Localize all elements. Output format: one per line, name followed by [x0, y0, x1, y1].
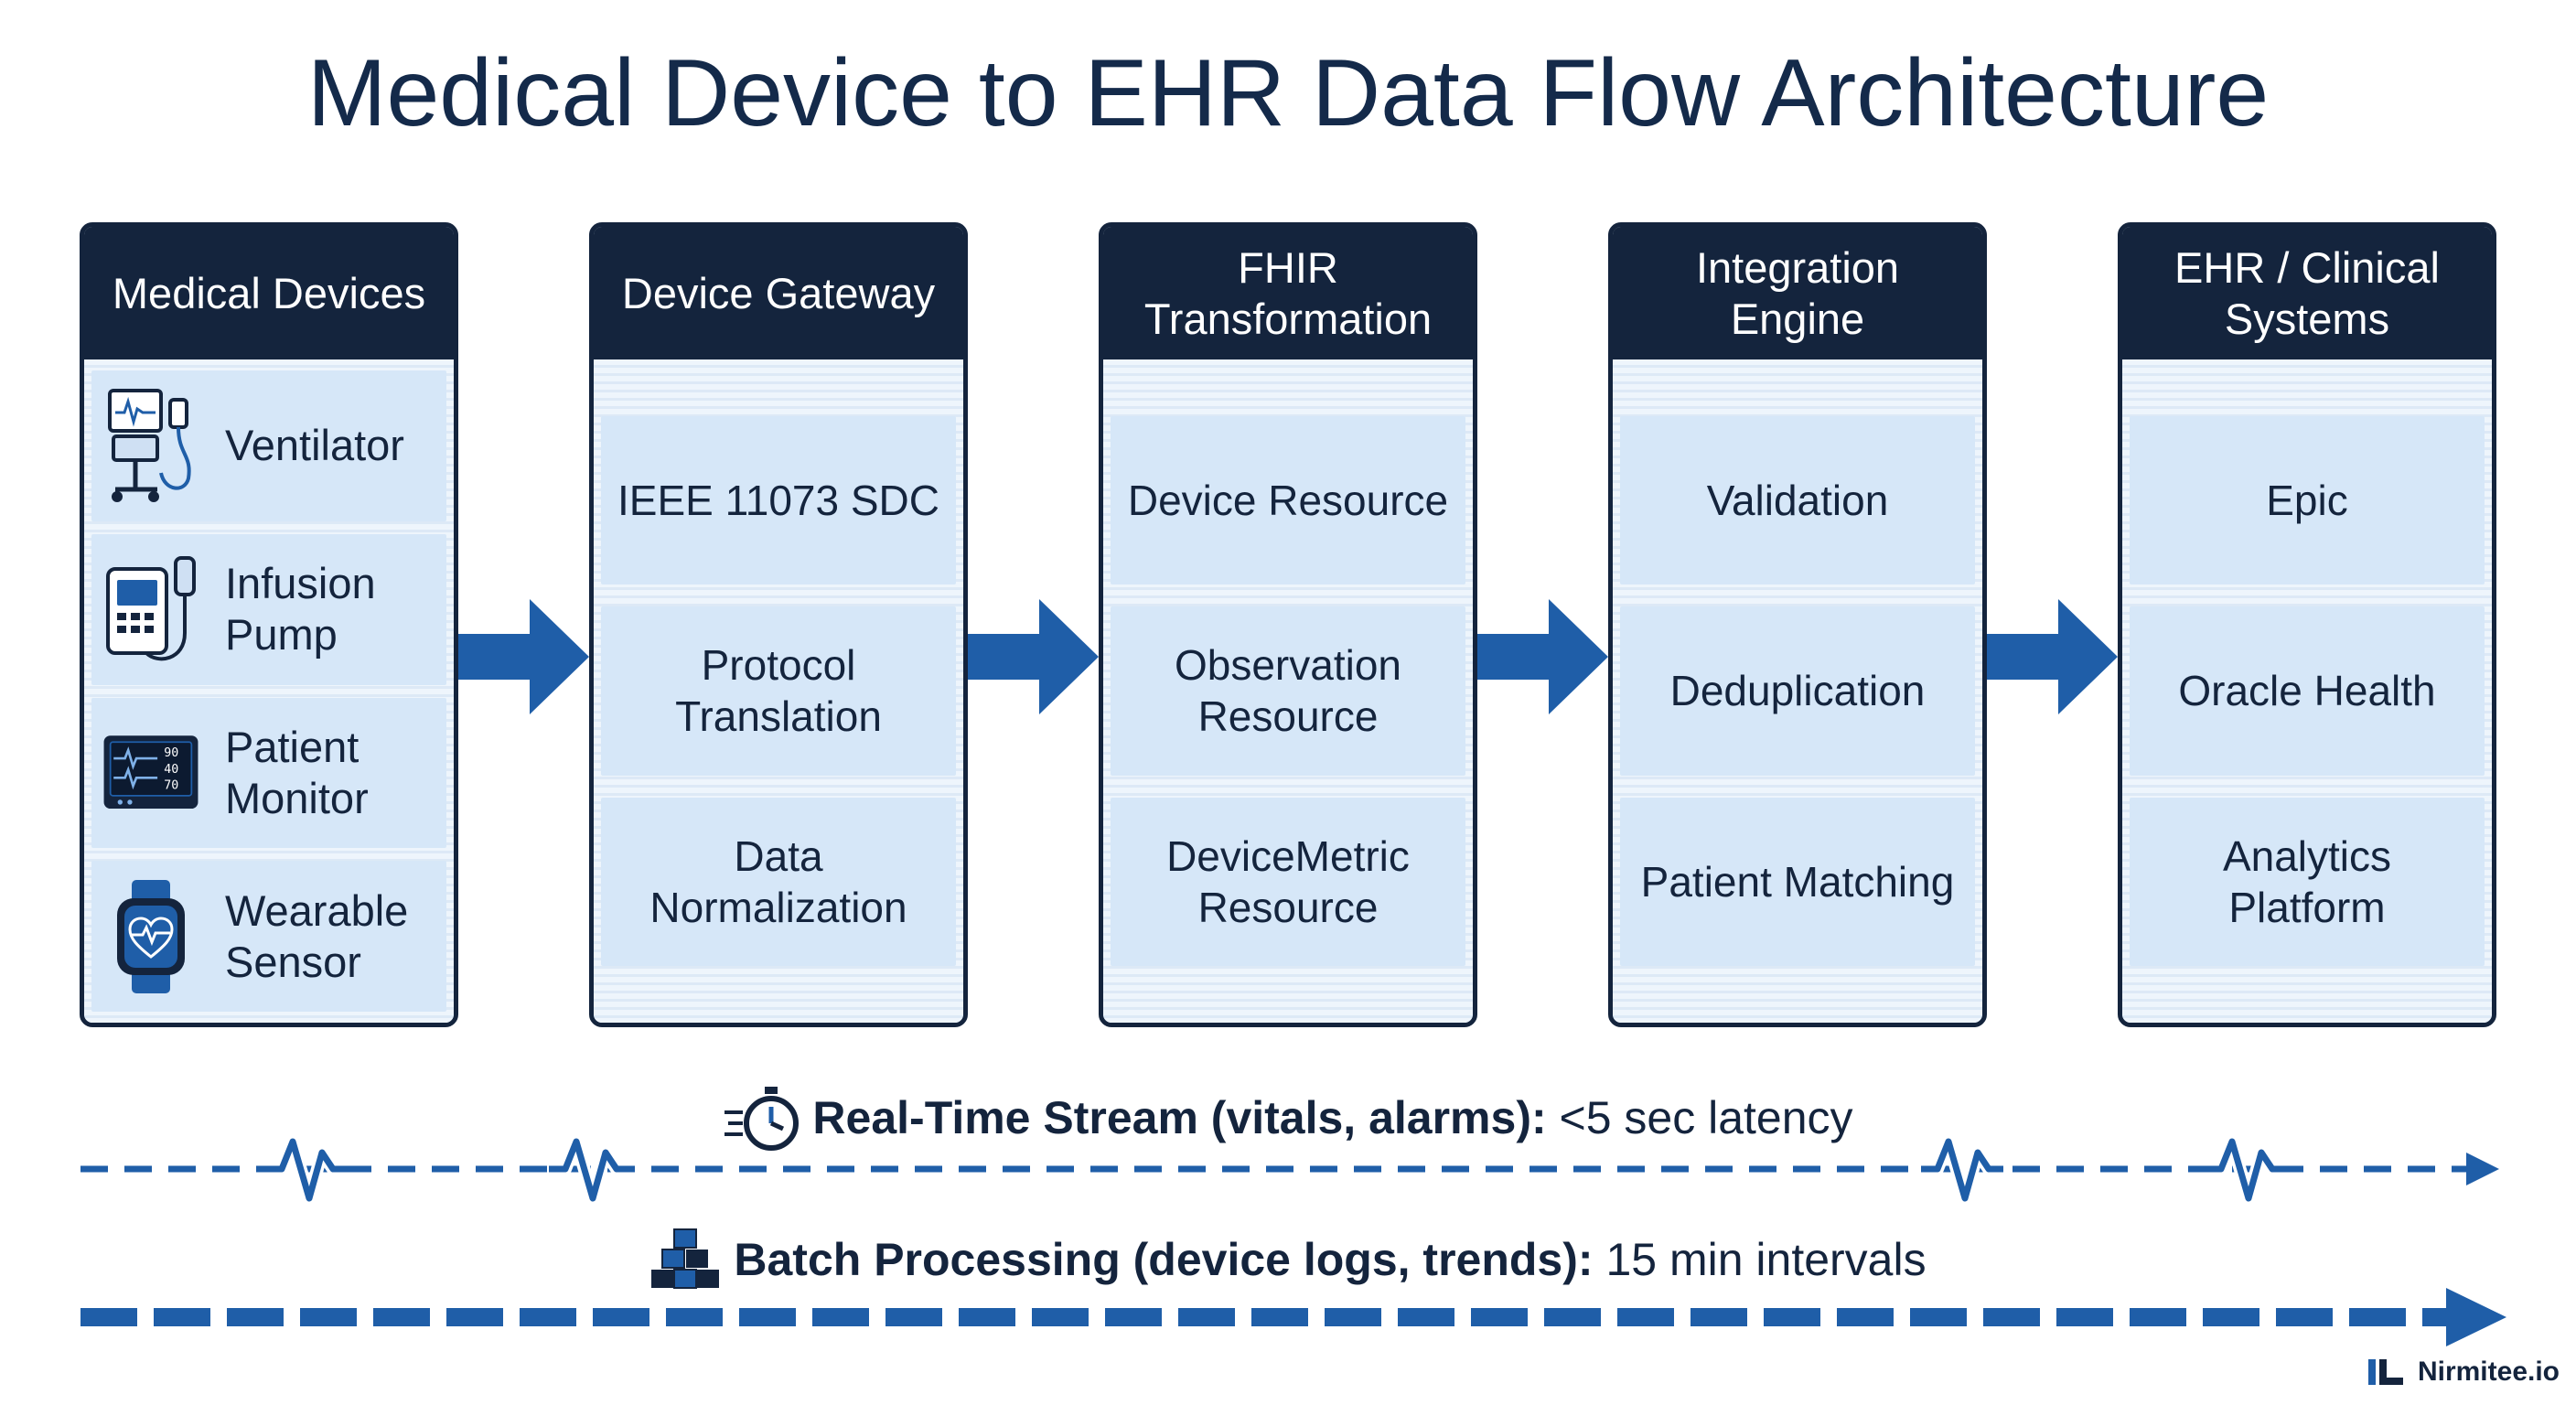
page-title: Medical Device to EHR Data Flow Architec…	[306, 40, 2270, 146]
realtime-stream-title: Real-Time Stream (vitals, alarms):	[812, 1092, 1547, 1143]
stage-cell: Epic	[2130, 416, 2485, 585]
device-label: Wearable Sensor	[225, 885, 409, 986]
stage-cell: Deduplication	[1620, 606, 1975, 776]
monitor-reading: 70	[164, 779, 178, 793]
column-header: FHIR Transformation	[1103, 227, 1473, 359]
flow-arrow-icon	[458, 599, 589, 714]
batch-processing-title: Batch Processing (device logs, trends):	[734, 1234, 1594, 1285]
stage-cell: Analytics Platform	[2130, 797, 2485, 966]
brand-logo: Nirmitee.io	[2367, 1356, 2560, 1389]
batch-processing-label: Batch Processing (device logs, trends): …	[0, 1228, 2576, 1292]
column-device-gateway: Device Gateway IEEE 11073 SDC Protocol T…	[589, 222, 968, 1027]
stage-cell: Device Resource	[1111, 416, 1465, 585]
column-header: Integration Engine	[1613, 227, 1982, 359]
wearable-sensor-icon	[101, 873, 201, 1001]
stage-cell: Patient Matching	[1620, 797, 1975, 966]
column-header: Device Gateway	[594, 227, 963, 359]
flow-arrow-icon	[968, 599, 1099, 714]
realtime-stream-latency: <5 sec latency	[1559, 1092, 1853, 1143]
stage-cell: Protocol Translation	[601, 606, 956, 776]
flow-arrow-icon	[1987, 599, 2118, 714]
stage-cell: IEEE 11073 SDC	[601, 416, 956, 585]
batch-processing-line	[80, 1288, 2506, 1346]
realtime-stream-line	[80, 1135, 2499, 1205]
device-wearable-sensor: Wearable Sensor	[91, 861, 446, 1012]
stacked-boxes-icon	[651, 1228, 720, 1289]
column-fhir-transformation: FHIR Transformation Device Resource Obse…	[1099, 222, 1477, 1027]
device-label: Ventilator	[225, 421, 404, 470]
device-ventilator: Ventilator	[91, 370, 446, 521]
monitor-reading: 90	[164, 746, 178, 760]
monitor-reading: 40	[164, 763, 178, 777]
device-label: Infusion Pump	[225, 559, 376, 660]
column-ehr-clinical-systems: EHR / Clinical Systems Epic Oracle Healt…	[2118, 222, 2496, 1027]
realtime-stream-label: Real-Time Stream (vitals, alarms): <5 se…	[0, 1085, 2576, 1151]
stage-cell: Data Normalization	[601, 797, 956, 966]
device-label: Patient Monitor	[225, 722, 369, 822]
stage-cell: Validation	[1620, 416, 1975, 585]
stage-cell: Observation Resource	[1111, 606, 1465, 776]
patient-monitor-icon: 90 40 70	[101, 709, 201, 837]
brand-logo-icon	[2367, 1359, 2403, 1385]
device-patient-monitor: 90 40 70 Patient Monitor	[91, 697, 446, 849]
infusion-pump-icon	[101, 545, 201, 673]
column-header: Medical Devices	[84, 227, 454, 359]
stage-cell: DeviceMetric Resource	[1111, 797, 1465, 966]
batch-processing-interval: 15 min intervals	[1605, 1234, 1927, 1285]
stopwatch-icon	[724, 1087, 800, 1151]
stage-cell: Oracle Health	[2130, 606, 2485, 776]
flow-arrow-icon	[1477, 599, 1608, 714]
device-infusion-pump: Infusion Pump	[91, 533, 446, 685]
column-integration-engine: Integration Engine Validation Deduplicat…	[1608, 222, 1987, 1027]
brand-name: Nirmitee.io	[2417, 1357, 2560, 1387]
ventilator-icon	[101, 381, 201, 509]
column-header: EHR / Clinical Systems	[2122, 227, 2492, 359]
column-medical-devices: Medical Devices Ventilator	[80, 222, 458, 1027]
